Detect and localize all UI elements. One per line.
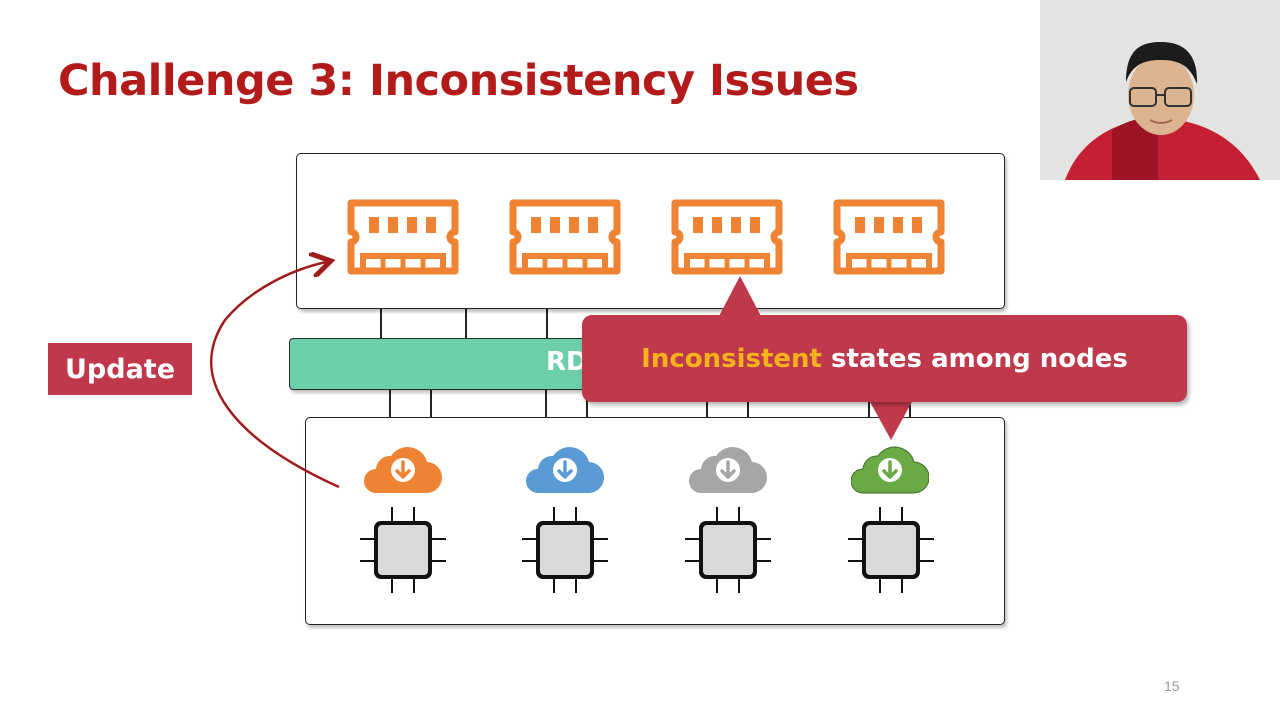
update-label-box: Update (48, 343, 192, 395)
wire (706, 388, 708, 419)
wire (389, 388, 391, 419)
wire (465, 308, 467, 339)
presenter-video-frame (1040, 0, 1280, 180)
wire (380, 308, 382, 339)
callout-text: states among nodes (821, 343, 1128, 374)
wire (868, 388, 870, 419)
cpu-chip-icon (360, 507, 446, 593)
wire (545, 388, 547, 419)
wire (747, 388, 749, 419)
ram-icon (671, 199, 783, 275)
network-label: RD (546, 347, 588, 377)
wire (586, 388, 588, 419)
callout-pointer-up (718, 276, 762, 318)
slide-title: Challenge 3: Inconsistency Issues (58, 56, 859, 106)
update-label: Update (64, 353, 176, 385)
cpu-chip-icon (685, 507, 771, 593)
ram-icon (347, 199, 459, 275)
page-number: 15 (1164, 678, 1180, 694)
callout-pointer-down (869, 400, 913, 440)
wire (546, 308, 548, 339)
wire (430, 388, 432, 419)
callout-highlight: Inconsistent (641, 343, 822, 374)
inconsistency-callout: Inconsistent states among nodes (582, 315, 1187, 402)
update-arrow (209, 250, 340, 489)
green-cloud-download-icon (851, 446, 929, 494)
ram-icon (509, 199, 621, 275)
cpu-chip-icon (522, 507, 608, 593)
gray-cloud-download-icon (689, 447, 767, 494)
presenter-webcam (1040, 0, 1280, 180)
orange-cloud-download-icon (364, 447, 442, 494)
ram-icon (833, 199, 945, 275)
cpu-chip-icon (848, 507, 934, 593)
blue-cloud-download-icon (526, 447, 604, 494)
